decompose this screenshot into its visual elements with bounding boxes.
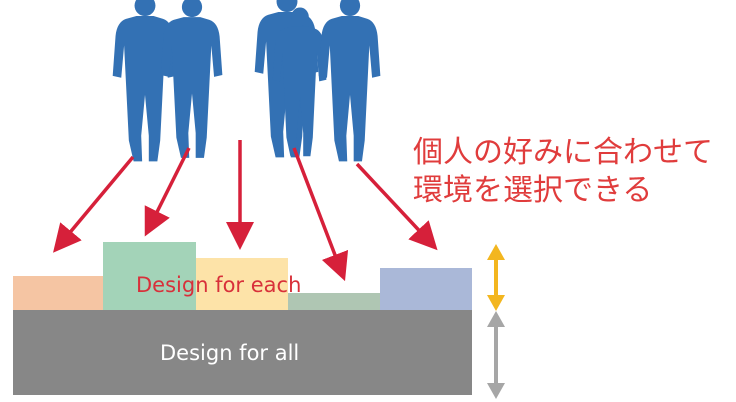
design-for-each-label: Design for each [136,273,302,297]
arrow-icon [53,155,135,253]
block-green [103,242,196,310]
person-icon [112,0,177,162]
person-icon [318,0,381,162]
caption-line-2: 環境を選択できる [413,173,653,208]
double-arrow-icon [487,244,505,311]
arrow-icon [292,147,349,282]
caption-line-1: 個人の好みに合わせて [413,135,713,170]
arrow-icon [355,162,438,251]
block-orange [13,276,105,310]
double-arrow-icon [487,311,505,399]
block-blue [380,268,472,310]
arrow-icon [144,147,191,237]
block-grey-green [288,293,380,310]
person-icon [160,0,223,158]
caption: 個人の好みに合わせて 環境を選択できる [413,134,713,210]
arrows [53,140,438,282]
block-yellow [196,258,288,310]
base-block [13,310,472,395]
people-group [112,0,381,162]
design-for-all-label: Design for all [160,341,300,365]
